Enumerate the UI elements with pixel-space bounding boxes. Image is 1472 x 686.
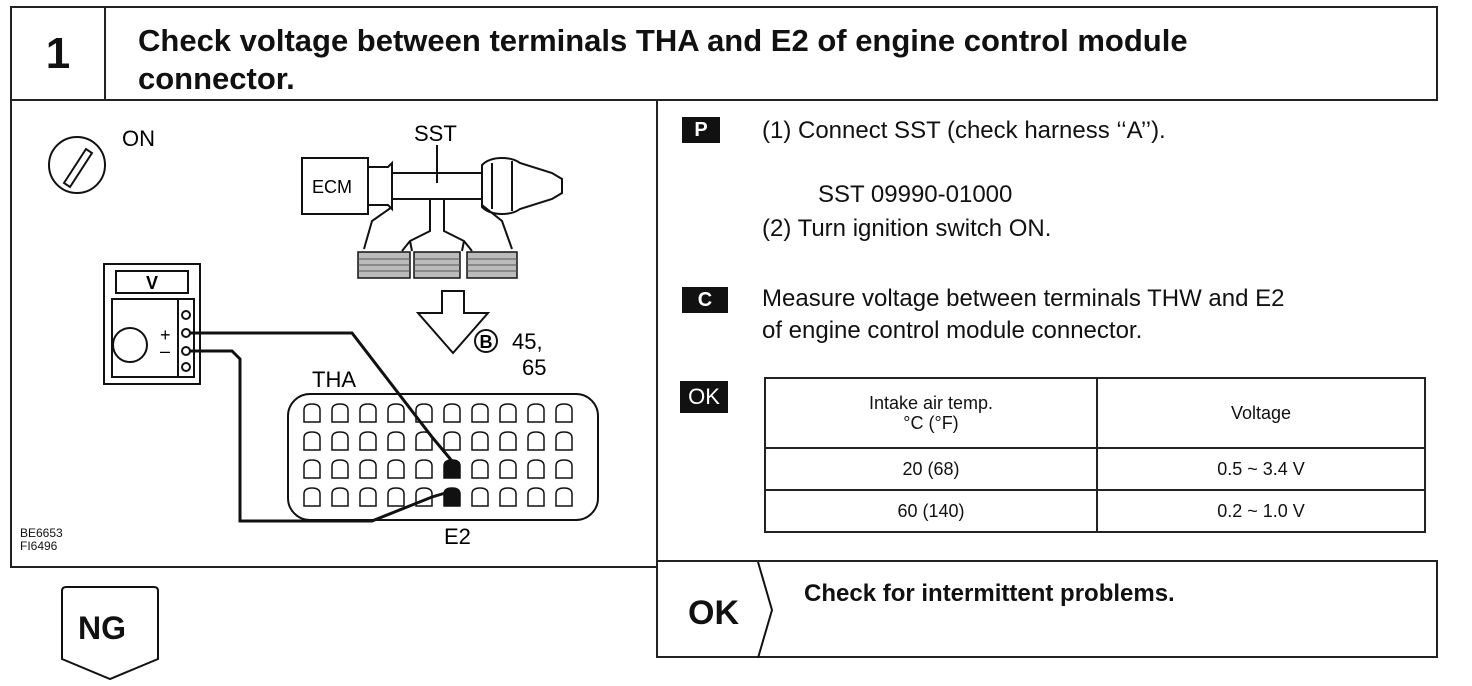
connector-pin — [387, 487, 405, 507]
connector-pin — [471, 431, 489, 451]
measure-line1: Measure voltage between terminals THW an… — [762, 285, 1285, 312]
connector-pin — [555, 431, 573, 451]
connector-pin — [415, 459, 433, 479]
tha-label: THA — [312, 367, 356, 392]
spec-table: Intake air temp. °C (°F) Voltage 20 (68)… — [764, 377, 1426, 533]
measure-line2: of engine control module connector. — [762, 317, 1143, 344]
figure-code-1: BE6653 — [20, 526, 63, 540]
connector-pin — [303, 459, 321, 479]
connector-pin — [387, 431, 405, 451]
ng-tag-icon — [61, 586, 159, 681]
temp-header-line2: °C (°F) — [903, 413, 959, 433]
connector-pin-grid — [303, 403, 573, 507]
connector-pin — [443, 403, 461, 423]
pins-label-line2: 65 — [522, 355, 546, 380]
sst-number: SST 09990-01000 — [818, 181, 1013, 208]
connector-pin — [527, 487, 545, 507]
pins-label-line1: 45, — [512, 329, 543, 354]
ecm-connector-icon — [287, 393, 599, 521]
ok-result-box: OK Check for intermittent problems. — [656, 560, 1438, 658]
step-number: 1 — [12, 8, 106, 99]
table-cell-voltage: 0.5 ~ 3.4 V — [1096, 447, 1426, 491]
sst-label: SST — [414, 121, 457, 146]
ok-badge: OK — [680, 381, 728, 413]
table-cell-temp: 20 (68) — [764, 447, 1098, 491]
connector-pin — [387, 459, 405, 479]
connector-pin — [499, 403, 517, 423]
table-row: 60 (140) 0.2 ~ 1.0 V — [764, 489, 1426, 533]
connector-pin — [555, 459, 573, 479]
connector-pin — [415, 403, 433, 423]
connector-pin — [331, 487, 349, 507]
connector-pin — [415, 431, 433, 451]
step-title-line2: connector. — [138, 61, 295, 96]
instructions-panel: P (1) Connect SST (check harness ‘‘A’’).… — [656, 101, 1438, 560]
connector-pin — [331, 459, 349, 479]
ng-label: NG — [78, 610, 126, 646]
connector-pin — [471, 403, 489, 423]
connector-pin — [555, 403, 573, 423]
connector-pin — [303, 403, 321, 423]
connector-pin — [527, 459, 545, 479]
meter-minus-sign: – — [160, 341, 170, 361]
connector-pin — [499, 431, 517, 451]
connector-pin — [387, 403, 405, 423]
figure-code: BE6653 FI6496 — [20, 527, 63, 553]
measured-terminal-pin — [443, 459, 461, 479]
down-arrow-icon — [415, 290, 491, 355]
chevron-right-icon — [757, 562, 774, 658]
wiring-diagram: ON SST ECM B 45, 65 — [48, 121, 599, 549]
harness-connector-blocks — [357, 251, 518, 279]
step1-text: (1) Connect SST (check harness ‘‘A’’). — [762, 117, 1166, 144]
prep-badge: P — [682, 117, 720, 143]
diagram-panel: ON SST ECM B 45, 65 — [10, 101, 656, 568]
positive-test-lead — [190, 331, 454, 462]
step-title: Check voltage between terminals THA and … — [138, 22, 1416, 98]
connector-pin — [359, 403, 377, 423]
table-header-row: Intake air temp. °C (°F) Voltage — [764, 377, 1426, 449]
step-title-line1: Check voltage between terminals THA and … — [138, 23, 1188, 58]
step-header: 1 Check voltage between terminals THA an… — [10, 6, 1438, 101]
connector-pin — [415, 487, 433, 507]
connector-pin — [527, 431, 545, 451]
meter-unit-label: V — [146, 273, 158, 293]
sst-harness-icon — [301, 145, 563, 252]
ok-result-label: OK — [688, 594, 739, 632]
ecm-label: ECM — [312, 177, 352, 197]
connector-code-label: B — [480, 332, 493, 352]
step2-text: (2) Turn ignition switch ON. — [762, 215, 1052, 242]
connector-pin — [555, 487, 573, 507]
connector-pin — [499, 459, 517, 479]
ignition-switch-icon — [48, 136, 106, 194]
table-header-temp: Intake air temp. °C (°F) — [764, 377, 1098, 449]
ok-result-text: Check for intermittent problems. — [804, 580, 1175, 607]
voltmeter-icon — [103, 263, 201, 385]
table-header-voltage: Voltage — [1096, 377, 1426, 449]
ignition-on-label: ON — [122, 126, 155, 151]
connector-pin — [443, 431, 461, 451]
table-cell-temp: 60 (140) — [764, 489, 1098, 533]
table-row: 20 (68) 0.5 ~ 3.4 V — [764, 447, 1426, 491]
connector-b-circle-icon — [474, 329, 498, 353]
connector-pin — [527, 403, 545, 423]
connector-pin — [303, 431, 321, 451]
measured-terminal-pin — [443, 487, 461, 507]
connector-pin — [359, 459, 377, 479]
meter-plus-sign: + — [160, 325, 171, 345]
connector-pin — [303, 487, 321, 507]
table-cell-voltage: 0.2 ~ 1.0 V — [1096, 489, 1426, 533]
connector-pin — [499, 487, 517, 507]
e2-label: E2 — [444, 524, 471, 549]
connector-pin — [359, 487, 377, 507]
connector-pin — [331, 431, 349, 451]
connector-pin — [471, 459, 489, 479]
connector-pin — [331, 403, 349, 423]
figure-code-2: FI6496 — [20, 539, 58, 553]
temp-header-line1: Intake air temp. — [868, 393, 994, 413]
check-badge: C — [682, 287, 728, 313]
connector-pin — [359, 431, 377, 451]
connector-pin — [471, 487, 489, 507]
